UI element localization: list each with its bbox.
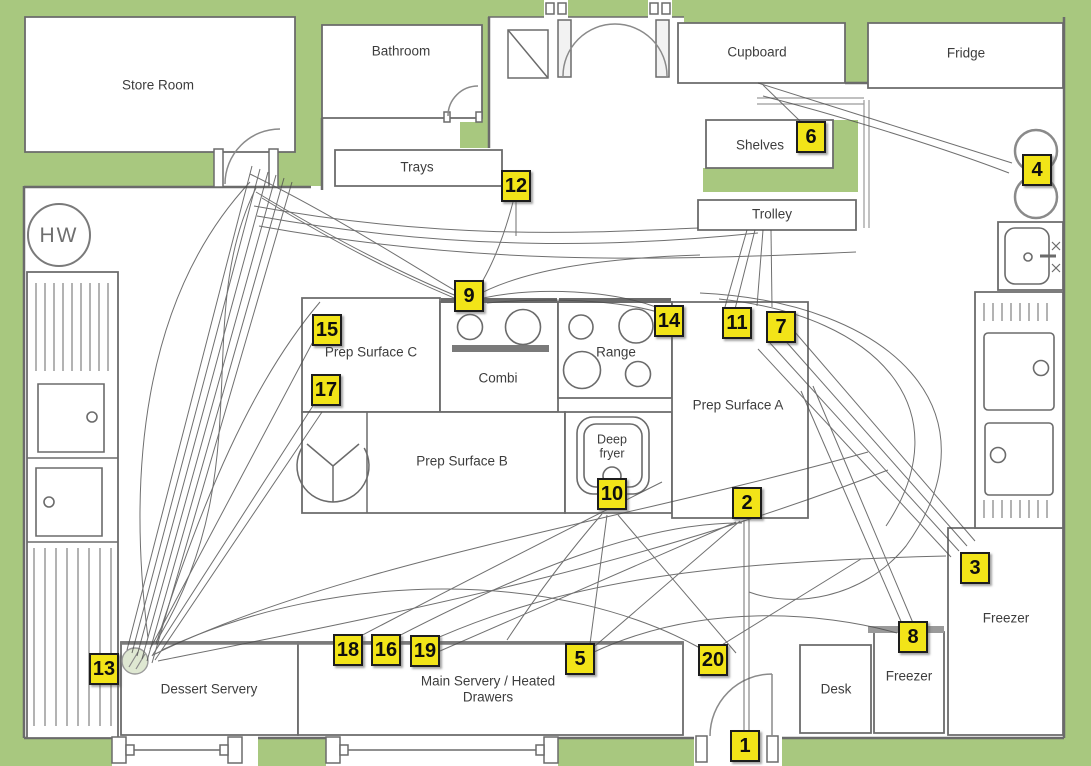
trolley-box (698, 200, 856, 230)
double-door-arcs (563, 24, 667, 76)
dessert-servery-box (121, 642, 298, 735)
prep-surface-b-box (302, 412, 565, 513)
marker-13: 13 (89, 653, 119, 685)
diagonal-door (508, 30, 548, 78)
marker-18: 18 (333, 634, 363, 666)
combi-burners (458, 310, 541, 345)
marker-12: 12 (501, 170, 531, 202)
marker-1: 1 (730, 730, 760, 762)
marker-9: 9 (454, 280, 484, 312)
combi-box (440, 302, 558, 412)
left-drainer-stripes (34, 283, 111, 726)
marker-3: 3 (960, 552, 990, 584)
marker-14: 14 (654, 305, 684, 337)
store-room-box (25, 17, 295, 152)
marker-6: 6 (796, 121, 826, 153)
combi-top-edge (441, 298, 557, 303)
marker-19: 19 (410, 635, 440, 667)
fridge-box (868, 23, 1063, 88)
cupboard-box (678, 23, 845, 83)
marker-17: 17 (311, 374, 341, 406)
marker-16: 16 (371, 634, 401, 666)
inner-walls (460, 118, 858, 192)
sink-with-tap-icon (1005, 228, 1060, 284)
right-sinks (984, 333, 1054, 495)
range-box (558, 302, 672, 398)
mixer-icon (297, 412, 369, 513)
marker-7: 7 (766, 311, 796, 343)
bathroom-box (322, 25, 482, 118)
bathroom-door (444, 86, 482, 122)
convergence-spot (122, 648, 148, 674)
left-sinks (27, 384, 118, 542)
right-drainer-stripes (984, 303, 1047, 518)
desk-box (800, 645, 871, 733)
partition-lines (757, 98, 869, 228)
store-room-door (214, 129, 280, 187)
bottom-door (696, 674, 778, 762)
marker-5: 5 (565, 643, 595, 675)
marker-15: 15 (312, 314, 342, 346)
marker-20: 20 (698, 644, 728, 676)
combi-bar (452, 345, 549, 352)
trays-box (335, 150, 502, 186)
marker-4: 4 (1022, 154, 1052, 186)
flow-lines-layer (127, 83, 1012, 732)
marker-2: 2 (732, 487, 762, 519)
range-top-edge (559, 298, 671, 303)
range-burners (564, 309, 654, 389)
doors-layer (112, 3, 778, 763)
serving-hatch-left (112, 737, 242, 763)
serving-hatch-main (326, 737, 558, 763)
marker-10: 10 (597, 478, 627, 510)
hot-water-boiler-icon (28, 204, 90, 266)
marker-11: 11 (722, 307, 752, 339)
marker-8: 8 (898, 621, 928, 653)
